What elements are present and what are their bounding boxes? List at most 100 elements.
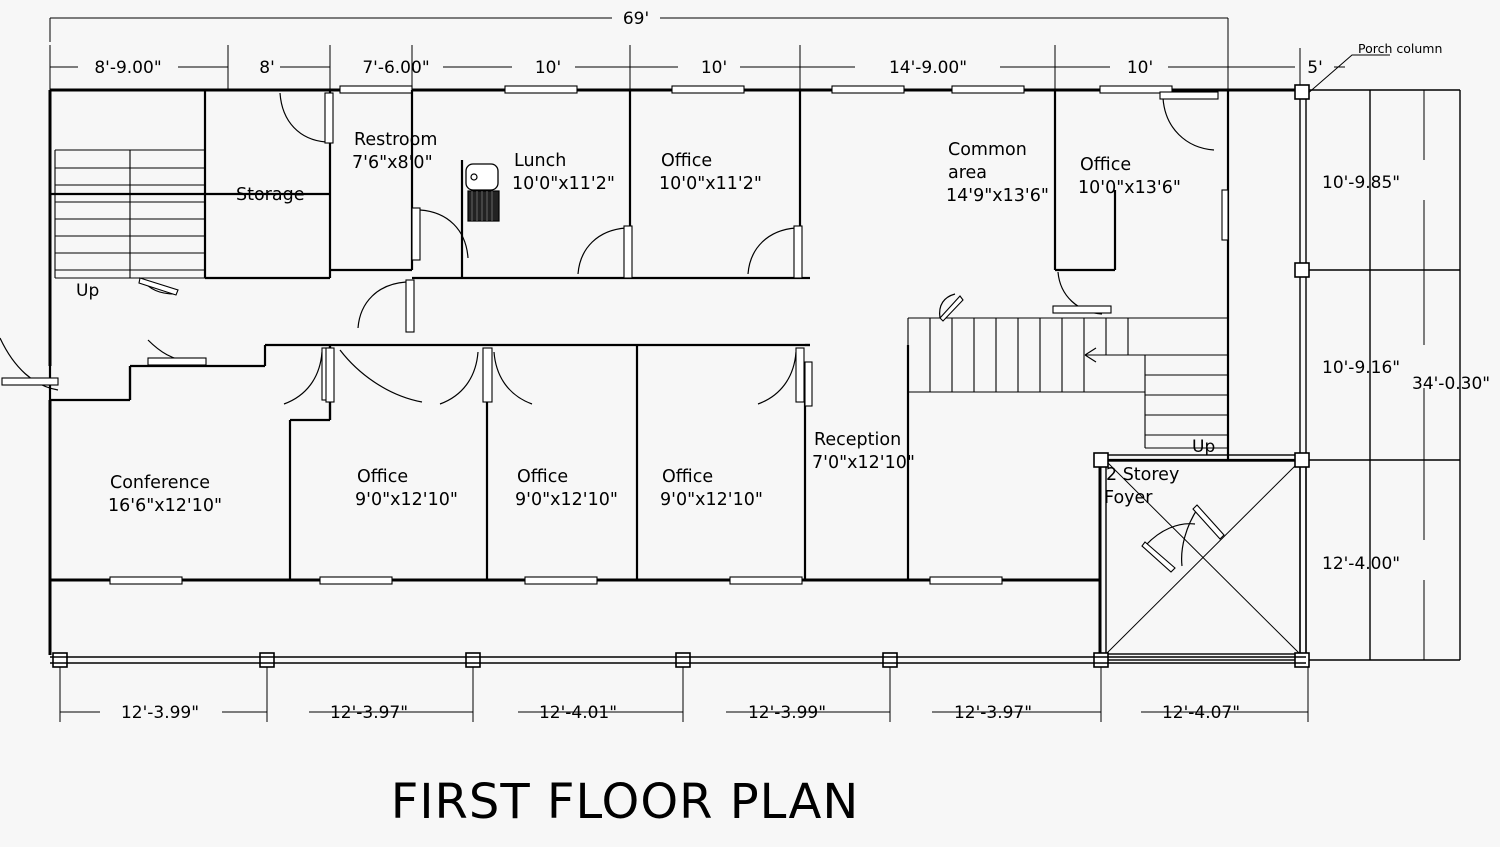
column-icon <box>1294 84 1310 100</box>
column-icon <box>1093 652 1109 668</box>
dim-bottom-6: 12'-4.07" <box>1162 703 1240 723</box>
stair-right-up-label: Up <box>1192 437 1215 457</box>
dim-top-2: 8' <box>259 58 275 78</box>
door-foyer-1 <box>1181 504 1225 567</box>
dim-bottom-4: 12'-3.99" <box>748 703 826 723</box>
room-label-common-area-2: area <box>948 163 987 183</box>
bottom-row-partitions <box>128 343 910 580</box>
room-size-restroom: 7'6"x8'0" <box>352 153 433 173</box>
room-label-office-bot-2: Office <box>517 467 568 487</box>
window-icon <box>831 85 905 94</box>
window-icon <box>504 85 578 94</box>
two-storey-foyer <box>1099 454 1307 661</box>
top-row-partitions <box>50 90 1117 280</box>
room-label-office-top-1: Office <box>661 151 712 171</box>
window-icon <box>109 576 183 585</box>
room-size-office-top-2: 10'0"x13'6" <box>1078 178 1181 198</box>
dim-right-1: 10'-9.85" <box>1322 173 1400 193</box>
room-size-lunch: 10'0"x11'2" <box>512 174 615 194</box>
dim-top-7: 10' <box>1127 58 1153 78</box>
dim-bottom-1: 12'-3.99" <box>121 703 199 723</box>
dim-top-8: 5' <box>1307 58 1323 78</box>
column-icon <box>675 652 691 668</box>
window-icon <box>524 576 598 585</box>
door-lunch <box>577 225 633 279</box>
column-icon <box>52 652 68 668</box>
dim-bottom-2: 12'-3.97" <box>330 703 408 723</box>
room-label-foyer-1: 2 Storey <box>1106 465 1179 485</box>
room-label-reception: Reception <box>814 430 901 450</box>
dim-overall-top: 69' <box>623 9 649 29</box>
dim-top-1: 8'-9.00" <box>94 58 161 78</box>
right-dimension-chain: 10'-9.85" 10'-9.16" 12'-4.00" 34'-0.30" <box>1322 90 1490 660</box>
door-storage-top <box>279 92 334 144</box>
room-label-restroom: Restroom <box>354 130 437 150</box>
room-size-conference: 16'6"x12'10" <box>108 496 222 516</box>
window-icon <box>729 576 803 585</box>
room-size-common-area: 14'9"x13'6" <box>946 186 1049 206</box>
door-office-top-1 <box>747 225 803 279</box>
room-label-office-bot-1: Office <box>357 467 408 487</box>
page-title: FIRST FLOOR PLAN <box>391 774 860 830</box>
room-size-office-bot-2: 9'0"x12'10" <box>515 490 618 510</box>
bottom-wall-windows <box>109 576 1003 585</box>
door-restroom <box>411 207 469 261</box>
dim-bottom-5: 12'-3.97" <box>954 703 1032 723</box>
room-label-storage: Storage <box>236 185 304 205</box>
column-icon <box>882 652 898 668</box>
door-reception <box>804 361 813 407</box>
door-foyer-2 <box>1141 523 1196 573</box>
door-office-bot-3 <box>757 347 805 405</box>
dim-bottom-3: 12'-4.01" <box>539 703 617 723</box>
dim-right-3: 12'-4.00" <box>1322 554 1400 574</box>
dim-top-6: 14'-9.00" <box>889 58 967 78</box>
door-office-bot-2 <box>439 347 533 405</box>
column-icon <box>259 652 275 668</box>
porch-beam <box>50 656 1306 664</box>
dim-overall-right: 34'-0.30" <box>1412 374 1490 394</box>
column-icon <box>1294 452 1310 468</box>
door-vestibule <box>147 339 207 366</box>
stair-right: Up <box>907 293 1228 457</box>
top-dimension-chain: 8'-9.00" 8' 7'-6.00" 10' 10' 14'-9.00" 1… <box>49 45 1345 90</box>
room-label-lunch: Lunch <box>514 151 566 171</box>
stair-left-up-label: Up <box>76 281 99 301</box>
room-size-reception: 7'0"x12'10" <box>812 453 915 473</box>
room-size-office-bot-3: 9'0"x12'10" <box>660 490 763 510</box>
room-label-foyer-2: Foyer <box>1104 488 1153 508</box>
window-icon <box>671 85 745 94</box>
room-size-office-bot-1: 9'0"x12'10" <box>355 490 458 510</box>
overall-top-dimension: 69' <box>49 9 1229 90</box>
room-label-office-top-2: Office <box>1080 155 1131 175</box>
bottom-dimension-chain: 12'-3.99" 12'-3.97" 12'-4.01" 12'-3.99" … <box>59 667 1309 723</box>
room-labels: Storage Restroom 7'6"x8'0" Lunch 10'0"x1… <box>108 130 1181 516</box>
dim-right-2: 10'-9.16" <box>1322 358 1400 378</box>
dim-top-5: 10' <box>701 58 727 78</box>
door-conference <box>283 347 331 405</box>
room-label-office-bot-3: Office <box>662 467 713 487</box>
column-icon <box>465 652 481 668</box>
door-common-area <box>1052 271 1112 315</box>
window-icon <box>929 576 1003 585</box>
dim-top-3: 7'-6.00" <box>362 58 429 78</box>
column-icon <box>1093 452 1109 468</box>
top-wall-windows <box>339 85 1173 94</box>
porch-column-annotation: Porch column <box>1305 41 1442 96</box>
room-size-office-top-1: 10'0"x11'2" <box>659 174 762 194</box>
door-office-top-2 <box>1159 91 1229 241</box>
stair-left: Up <box>54 149 205 301</box>
window-icon <box>1099 85 1173 94</box>
door-office-bot-1 <box>325 347 423 403</box>
room-label-conference: Conference <box>110 473 210 493</box>
window-icon <box>339 85 413 94</box>
window-icon <box>951 85 1025 94</box>
room-label-common-area-1: Common <box>948 140 1027 160</box>
window-icon <box>319 576 393 585</box>
column-icon <box>1294 652 1310 668</box>
column-icon <box>1294 262 1310 278</box>
door-storage-bottom <box>357 279 415 333</box>
doors <box>0 91 1229 573</box>
dim-top-4: 10' <box>535 58 561 78</box>
